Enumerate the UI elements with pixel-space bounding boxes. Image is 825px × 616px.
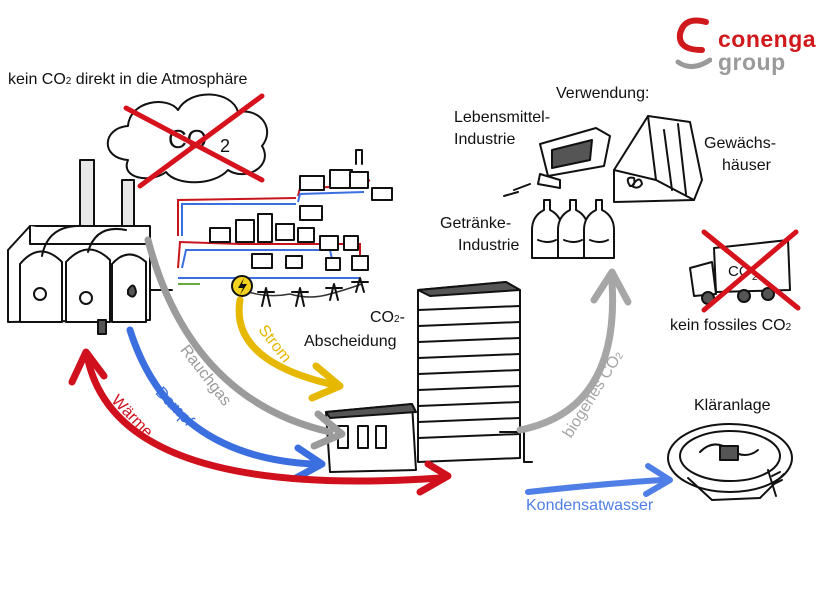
abscheidung-sub: 2 — [394, 314, 400, 325]
capture-tower-icon — [325, 281, 533, 473]
gewaechs-label-1: Gewächs- — [704, 135, 777, 152]
cloud-icon: CO 2 — [106, 93, 268, 189]
abscheidung-label-1: CO2- — [370, 308, 405, 330]
kondensat-label: Kondensatwasser — [526, 497, 654, 514]
bottles-icon — [531, 199, 615, 259]
abscheidung-dash: - — [399, 309, 405, 326]
abscheidung-co: CO — [370, 309, 394, 326]
kein-fossiles-sub: 2 — [785, 322, 792, 333]
food-industry-icon — [503, 127, 611, 197]
logo-line1: conenga — [718, 26, 817, 52]
verwendung-label: Verwendung: — [556, 85, 650, 102]
klaeranlage-label: Kläranlage — [694, 397, 771, 414]
getraenke-label-2: Industrie — [458, 237, 520, 254]
kein-co2-atmosphaere-label: kein CO2 direkt in die Atmosphäre — [8, 70, 247, 92]
logo-text: conenga group — [718, 28, 816, 74]
kein-co2-sub: 2 — [65, 76, 72, 87]
greenhouse-icon — [613, 115, 703, 203]
lightning-icon — [231, 275, 253, 297]
abscheidung-label-2: Abscheidung — [304, 333, 397, 350]
town-icon — [177, 149, 393, 285]
getraenke-label-1: Getränke- — [440, 215, 512, 232]
power-line-icon — [247, 277, 369, 307]
kein-co2-prefix: kein CO — [8, 71, 66, 88]
kein-fossiles-label: kein fossiles CO2 — [670, 316, 791, 338]
lebensmittel-label-2: Industrie — [454, 131, 516, 148]
gewaechs-label-2: häuser — [722, 157, 771, 174]
plant-icon — [7, 159, 173, 335]
truck-2-text: 2 — [752, 272, 758, 283]
cloud-2-text: 2 — [220, 136, 230, 156]
truck-icon: CO 2 — [689, 229, 801, 313]
lebensmittel-label-1: Lebensmittel- — [454, 109, 551, 126]
logo-line2: group — [718, 49, 786, 75]
kein-fossiles-text: kein fossiles CO — [670, 317, 786, 334]
treatment-plant-icon — [667, 423, 793, 501]
conenga-logo-icon — [675, 17, 712, 69]
kein-co2-suffix: direkt in die Atmosphäre — [71, 71, 248, 88]
